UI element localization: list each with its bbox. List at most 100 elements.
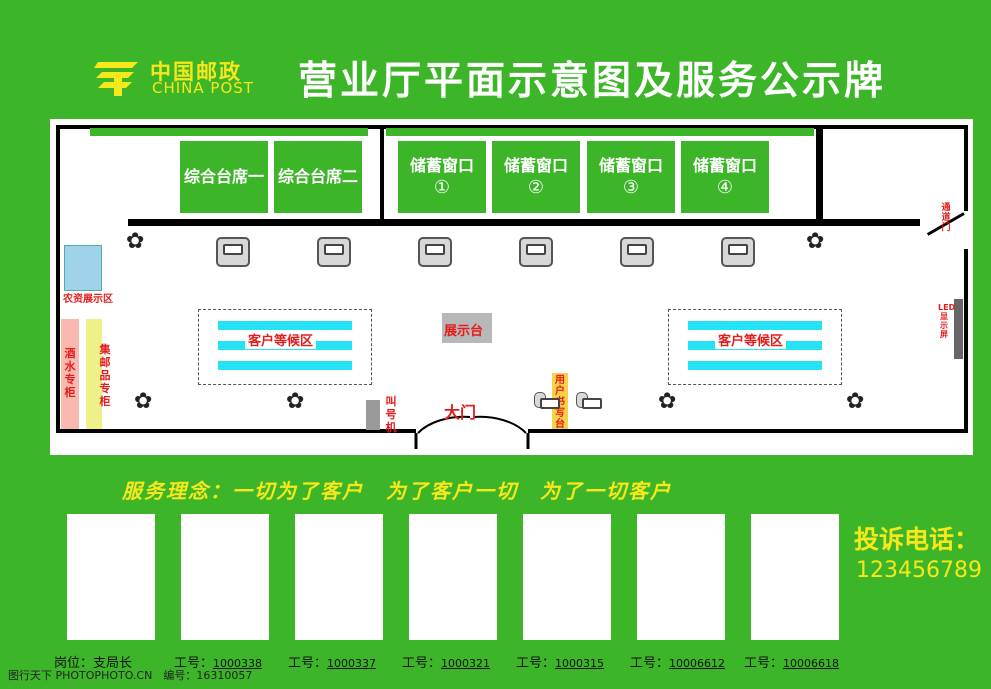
customer-seat: [317, 237, 351, 267]
desk-chair: [576, 392, 602, 409]
staff-id: 工号：1000337: [288, 652, 376, 671]
china-post-logo-icon: [94, 62, 138, 96]
waiting-area-right: 客户等候区: [668, 309, 842, 385]
staff-photo-frame: [751, 514, 839, 640]
wall-left: [56, 125, 60, 433]
id-value: 1000315: [555, 657, 605, 670]
stamp-cabinet: [86, 319, 102, 429]
back-shelf-right: [386, 128, 814, 136]
main-door-icon: [414, 415, 530, 449]
potted-plant-icon: ✿: [126, 229, 145, 254]
counter-savings-3: 储蓄窗口 ③: [587, 141, 675, 213]
post-value: 支局长: [93, 656, 133, 671]
wall-bottom-left: [56, 429, 416, 433]
wall-right-top: [964, 125, 968, 211]
counter-number: ①: [433, 177, 451, 198]
customer-seat: [620, 237, 654, 267]
id-value: 10006612: [669, 657, 726, 670]
id-value: 1000337: [327, 657, 377, 670]
staff-photo-frame: [67, 514, 155, 640]
waiting-bench: [217, 360, 353, 371]
id-value: 1000338: [213, 657, 263, 670]
waiting-area-label: 客户等候区: [715, 330, 787, 349]
writing-desk-label: 用户书写台: [555, 375, 565, 430]
counter-number: ④: [716, 177, 734, 198]
customer-seat: [418, 237, 452, 267]
floor-plan: 综合台席一 综合台席二 储蓄窗口 ① 储蓄窗口 ② 储蓄窗口 ③ 储蓄窗口 ④ …: [50, 119, 973, 455]
waiting-area-left: 客户等候区: [198, 309, 372, 385]
complaint-label: 投诉电话：: [854, 525, 980, 554]
wall-top: [56, 125, 968, 129]
counter-label: 储蓄窗口: [409, 156, 474, 175]
back-shelf-left: [90, 128, 368, 136]
potted-plant-icon: ✿: [806, 229, 825, 254]
counter-wall: [128, 219, 920, 226]
staff-photo-frame: [637, 514, 725, 640]
writing-desk: [552, 373, 568, 429]
display-stand: [442, 313, 492, 343]
stamp-cabinet-label: 集邮品专柜: [99, 343, 111, 408]
id-label: 工号：: [402, 656, 442, 671]
wall-right-bottom: [964, 249, 968, 433]
customer-seat: [216, 237, 250, 267]
staff-photo-frame: [409, 514, 497, 640]
counter-savings-1: 储蓄窗口 ①: [398, 141, 486, 213]
queue-machine: [366, 400, 380, 430]
id-label: 工号：: [630, 656, 670, 671]
counter-label: 储蓄窗口: [692, 156, 757, 175]
counter-end-wall: [816, 129, 823, 221]
agri-display-icon: [64, 245, 102, 291]
potted-plant-icon: ✿: [134, 389, 153, 414]
staff-photo-frame: [523, 514, 611, 640]
logo-text-en: CHINA POST: [152, 79, 254, 97]
potted-plant-icon: ✿: [658, 389, 677, 414]
desk-chair: [534, 392, 560, 409]
complaint-phone: 123456789: [856, 558, 982, 583]
id-value: 1000321: [441, 657, 491, 670]
staff-id: 工号：1000315: [516, 652, 604, 671]
main-door-label: 大门: [444, 403, 477, 422]
wall-bottom-right: [528, 429, 968, 433]
id-label: 工号：: [174, 656, 214, 671]
display-stand-label: 展示台: [444, 324, 484, 339]
counter-label: 储蓄窗口: [598, 156, 663, 175]
waiting-bench: [687, 360, 823, 371]
staff-id: 工号：10006612: [630, 652, 725, 671]
counter-number: ②: [527, 177, 545, 198]
agri-display-label: 农资展示区: [63, 294, 113, 305]
service-idea: 服务理念：一切为了客户 为了客户一切 为了一切客户: [122, 479, 672, 503]
staff-id: 工号：1000338: [174, 652, 262, 671]
counter-label: 综合台席二: [277, 167, 358, 186]
wine-cabinet-label: 酒水专柜: [64, 347, 76, 399]
page-title: 营业厅平面示意图及服务公示牌: [298, 59, 887, 104]
id-value: 10006618: [783, 657, 840, 670]
id-label: 工号：: [288, 656, 328, 671]
counter-general-2: 综合台席二: [274, 141, 362, 213]
counter-number: ③: [622, 177, 640, 198]
staff-id: 工号：1000321: [402, 652, 490, 671]
id-label: 工号：: [744, 656, 784, 671]
watermark: 图行天下 PHOTOPHOTO.CN 编号：16310057: [8, 669, 253, 682]
counter-label: 综合台席一: [183, 167, 264, 186]
counter-savings-2: 储蓄窗口 ②: [492, 141, 580, 213]
staff-photo-frame: [181, 514, 269, 640]
id-label: 工号：: [516, 656, 556, 671]
potted-plant-icon: ✿: [286, 389, 305, 414]
staff-photo-frame: [295, 514, 383, 640]
led-screen-label: LED 显示屏: [938, 303, 956, 339]
wine-cabinet: [61, 319, 79, 429]
counter-divider: [380, 129, 384, 221]
waiting-area-label: 客户等候区: [245, 330, 317, 349]
led-screen: [954, 299, 963, 359]
counter-savings-4: 储蓄窗口 ④: [681, 141, 769, 213]
staff-post: 岗位：支局长: [54, 652, 132, 671]
staff-id: 工号：10006618: [744, 652, 839, 671]
customer-seat: [519, 237, 553, 267]
counter-label: 储蓄窗口: [503, 156, 568, 175]
potted-plant-icon: ✿: [846, 389, 865, 414]
customer-seat: [721, 237, 755, 267]
counter-general-1: 综合台席一: [180, 141, 268, 213]
passage-door-label: 通道门: [941, 203, 951, 233]
queue-machine-label: 叫号机: [385, 395, 397, 434]
post-label: 岗位：: [54, 656, 94, 671]
